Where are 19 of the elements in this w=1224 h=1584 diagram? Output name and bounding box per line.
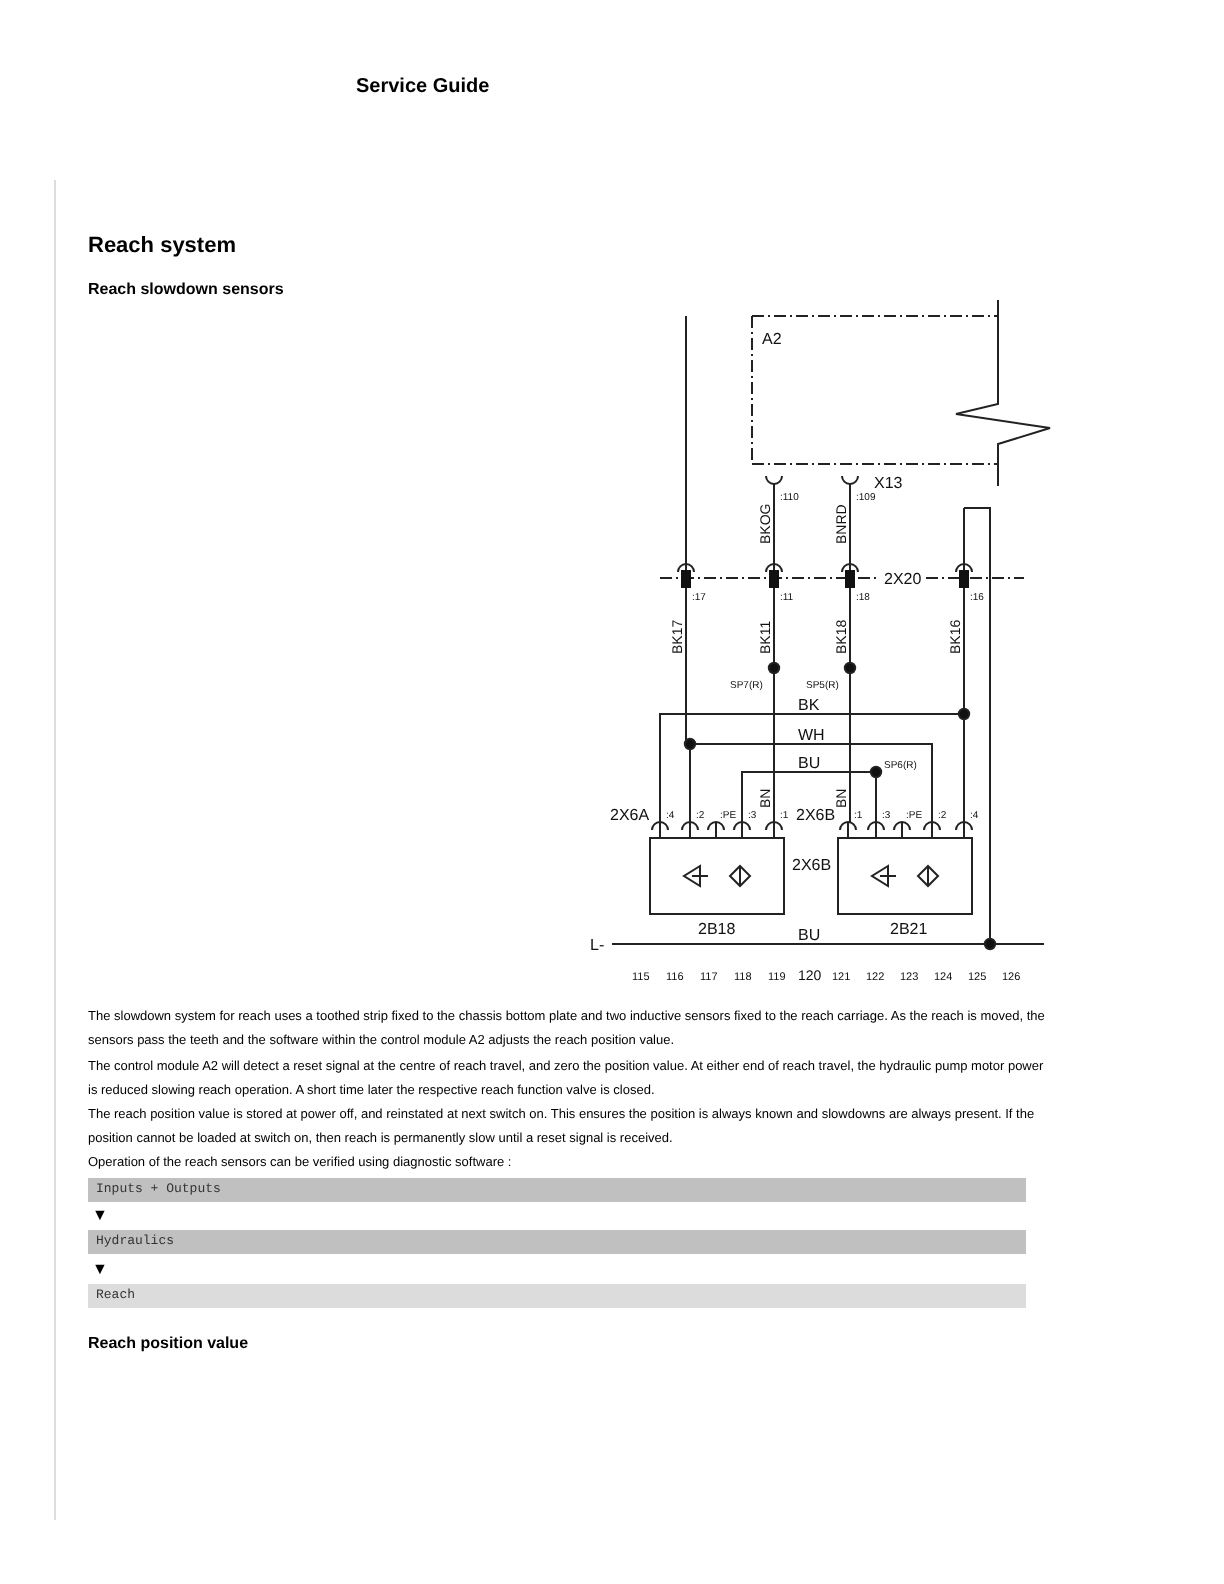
connector-label: X13 bbox=[874, 474, 903, 492]
subheading: Reach position value bbox=[88, 1334, 249, 1352]
section-heading: Reach system bbox=[88, 234, 236, 258]
bus-label: L- bbox=[590, 936, 605, 954]
down-arrow-glyph: ▼ bbox=[92, 1206, 108, 1226]
wire-label: BK bbox=[798, 696, 820, 714]
page-header: Service Guide bbox=[356, 76, 490, 98]
module-label: A2 bbox=[762, 330, 782, 348]
down-arrow-glyph: ▼ bbox=[92, 1260, 108, 1280]
wire-label: WH bbox=[798, 726, 825, 744]
wire-label: BU bbox=[798, 754, 821, 772]
connector-label: 2X20 bbox=[884, 570, 922, 588]
connector-label: 2X6A bbox=[610, 806, 650, 824]
component-label: 2B18 bbox=[698, 920, 736, 938]
connector-label: 2X6B bbox=[792, 856, 832, 874]
wire-label: BU bbox=[798, 926, 821, 944]
connector-label: 2X6B bbox=[796, 806, 836, 824]
component-label: 2B21 bbox=[890, 920, 928, 938]
subheading: Reach slowdown sensors bbox=[88, 280, 284, 298]
